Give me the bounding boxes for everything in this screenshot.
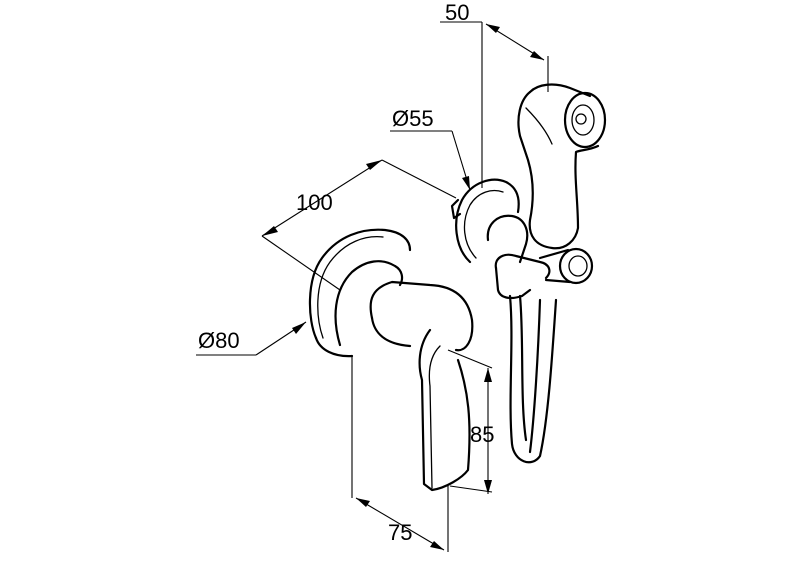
dim-depth: 100	[261, 159, 457, 291]
mixer-valve	[308, 228, 493, 552]
outlet-elbow	[486, 214, 529, 264]
dim-sprayer-dia-label: Ø55	[392, 106, 434, 131]
hose-nut	[558, 247, 594, 285]
hose	[508, 294, 558, 464]
dim-depth-label: 100	[296, 190, 333, 215]
dim-valve-dia-label: Ø80	[198, 328, 240, 353]
dim-lever-height: 85	[470, 368, 494, 494]
dim-top-offset: 50	[440, 0, 545, 61]
dim-top-offset-label: 50	[445, 0, 469, 25]
spray-face	[563, 91, 607, 149]
hand-sprayer-set	[450, 22, 607, 464]
dim-lever-width-label: 75	[388, 520, 412, 545]
sprayer-head	[517, 90, 600, 250]
holder-bracket	[494, 253, 551, 280]
valve-rosette	[308, 228, 412, 340]
dim-lever-height-label: 85	[470, 422, 494, 447]
dim-valve-dia: Ø80	[196, 321, 307, 356]
outlet-rosette	[455, 178, 520, 264]
lever-handle	[418, 328, 471, 492]
lever-body	[369, 280, 474, 352]
dim-lever-width: 75	[355, 497, 445, 551]
dim-sprayer-dia: Ø55	[390, 106, 471, 191]
valve-cap	[334, 260, 404, 347]
